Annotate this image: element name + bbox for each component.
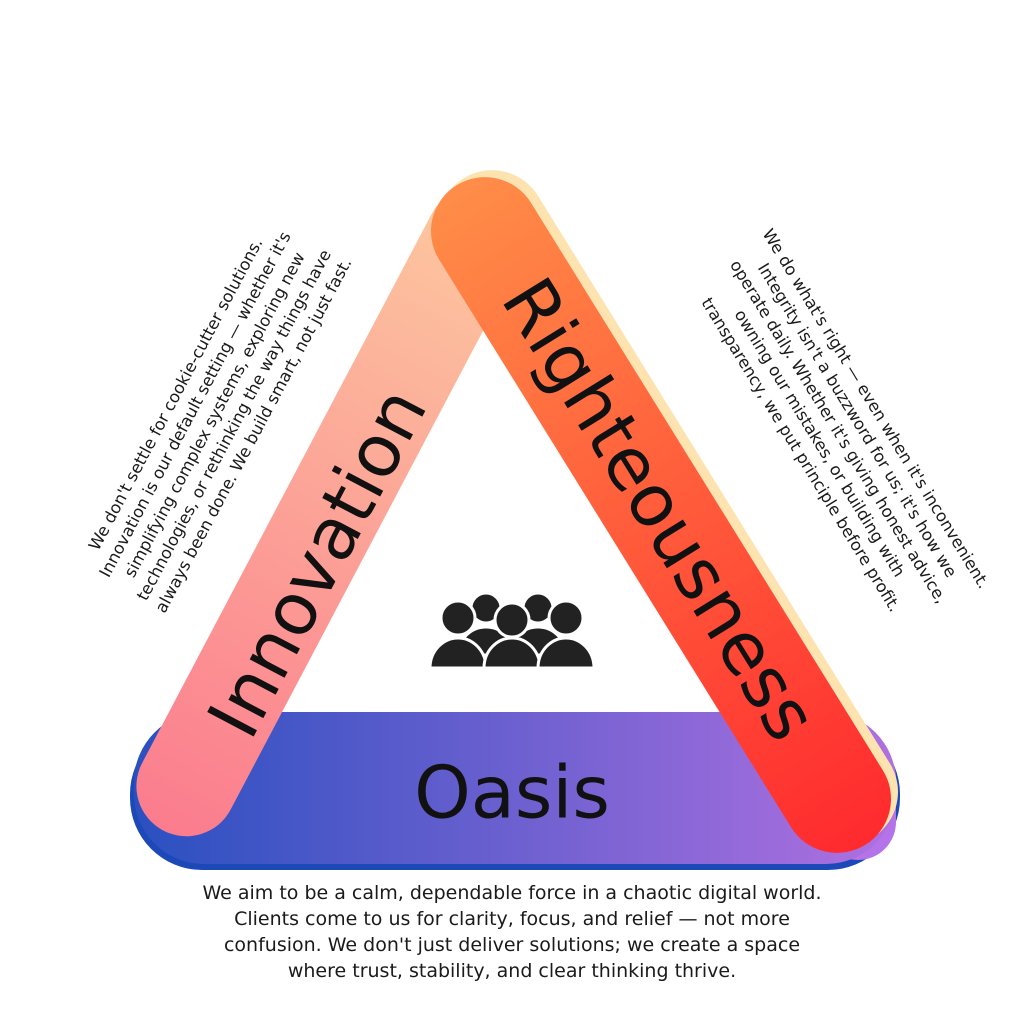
oasis-description: We aim to be a calm, dependable force in…: [202, 880, 821, 984]
group-of-people-icon: [428, 591, 596, 670]
text-line: where trust, stability, and clear thinki…: [287, 960, 737, 982]
text-line: confusion. We don't just deliver solutio…: [223, 934, 801, 956]
innovation-bar: [136, 187, 526, 837]
text-line: We aim to be a calm, dependable force in…: [202, 882, 822, 904]
text-line: Clients come to us for clarity, focus, a…: [234, 908, 790, 930]
oasis-bar: [134, 712, 896, 864]
righteousness-bar: [430, 177, 892, 853]
oasis-label: Oasis: [414, 751, 610, 835]
